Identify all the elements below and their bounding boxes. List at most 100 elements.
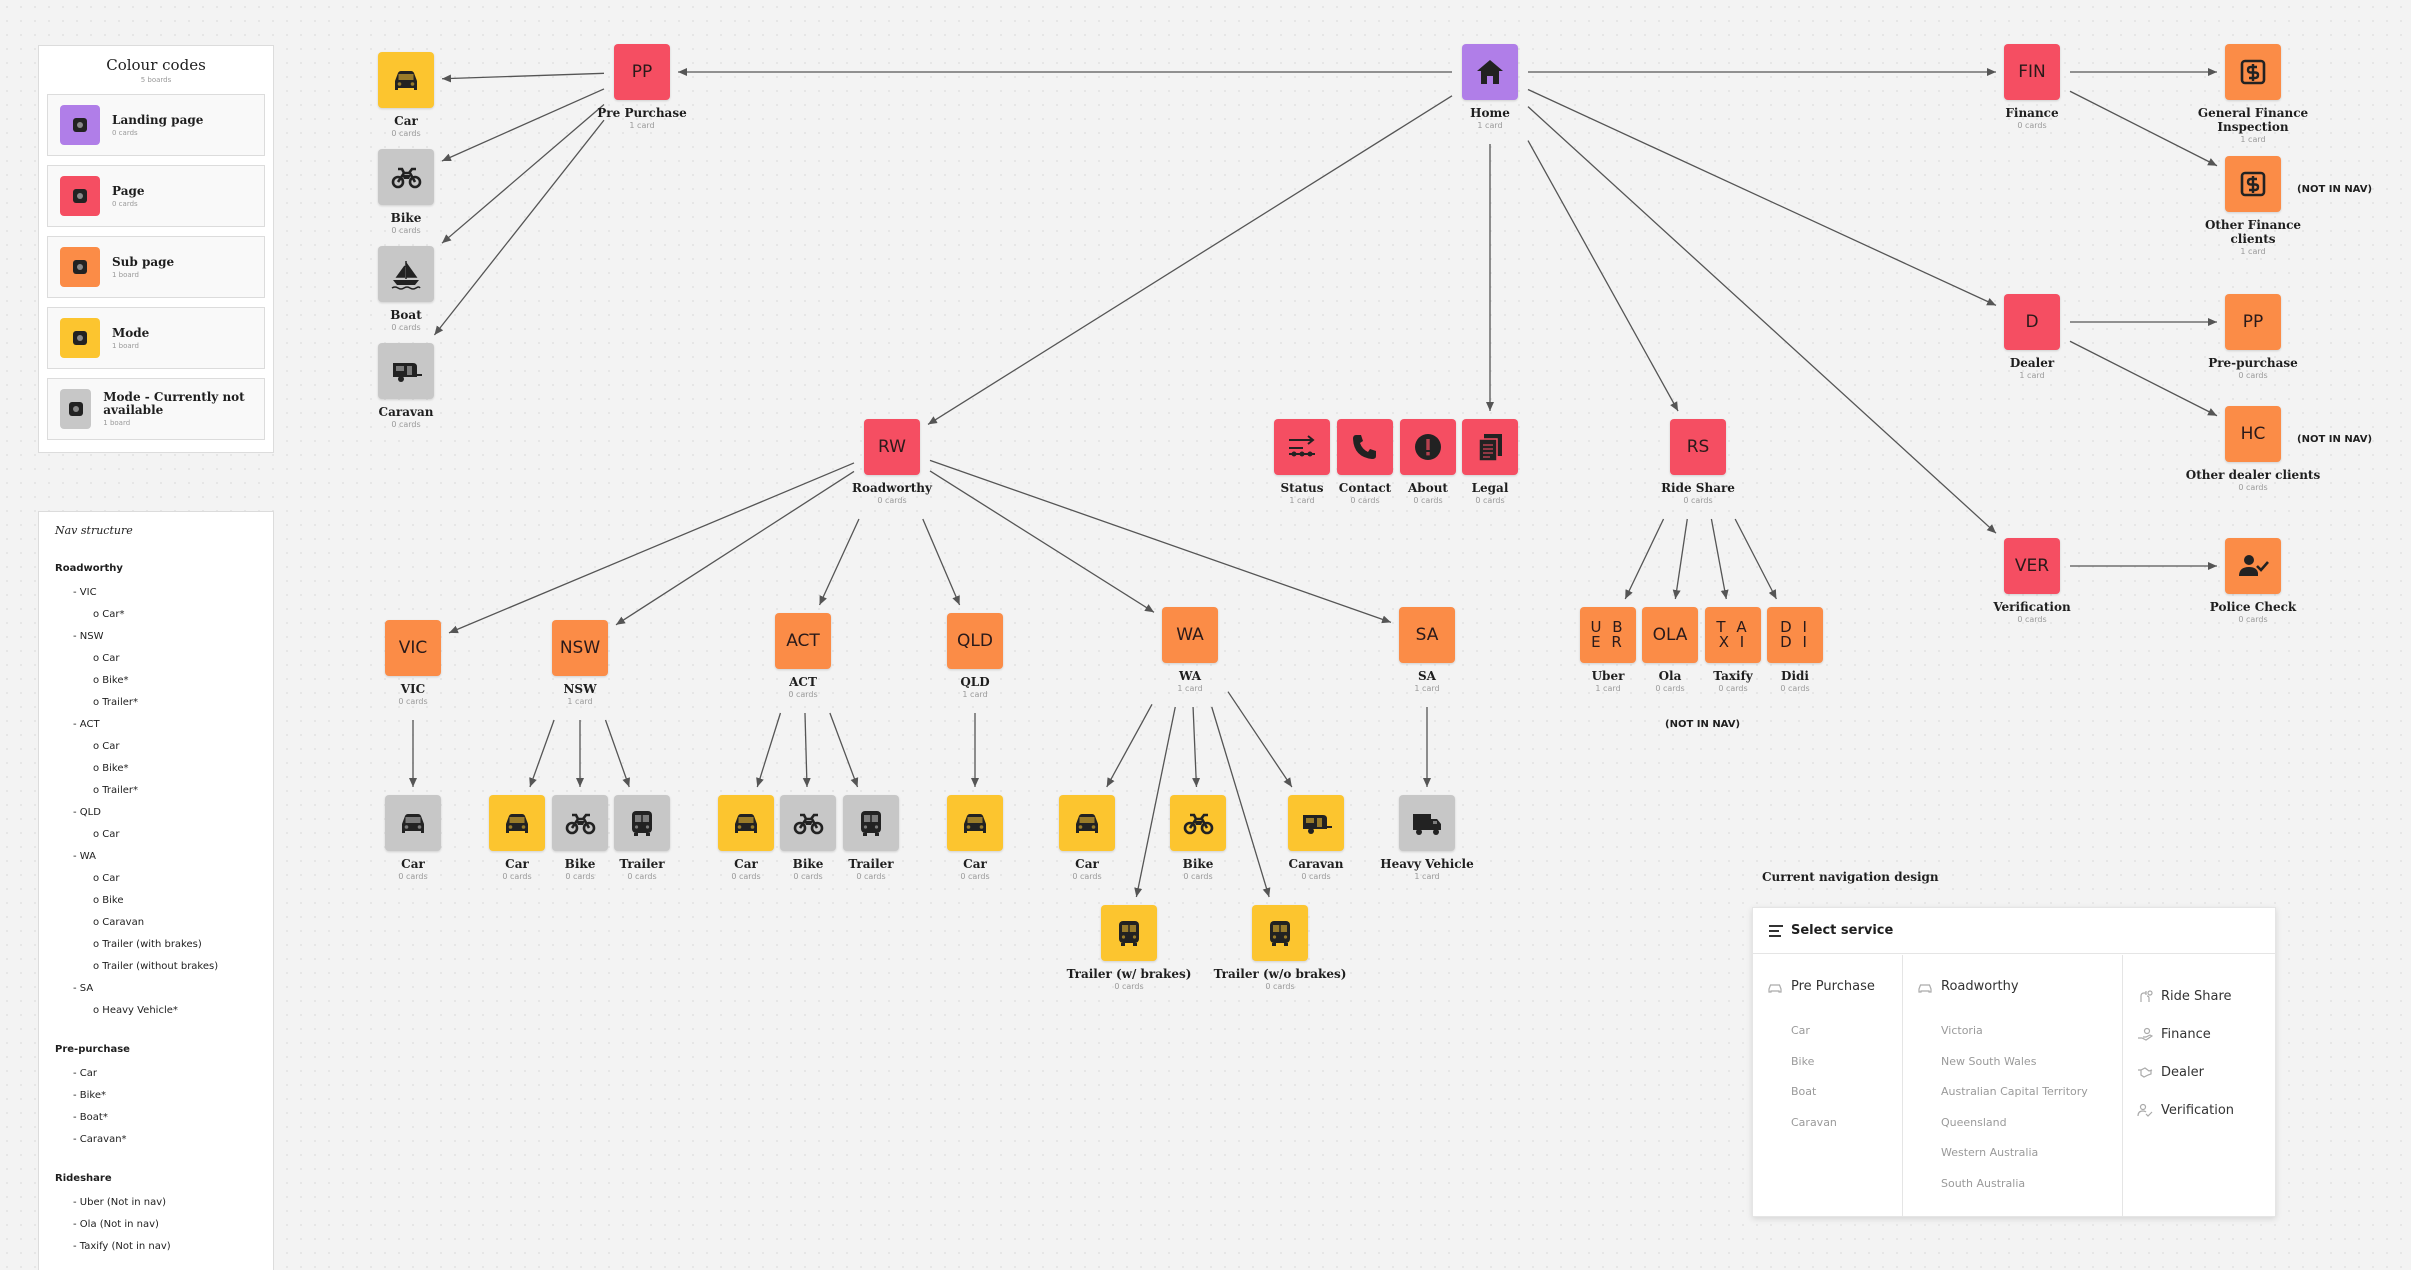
nav-menu-link[interactable]: Car [1791, 1024, 1810, 1037]
nav-menu-link[interactable]: Victoria [1941, 1024, 1983, 1037]
node-tile[interactable]: WA [1162, 607, 1218, 663]
car-icon[interactable] [947, 795, 1003, 851]
alert-icon[interactable] [1400, 419, 1456, 475]
node-tile[interactable]: D [2004, 294, 2060, 350]
node-tile[interactable]: PP [614, 44, 670, 100]
car-icon[interactable] [378, 52, 434, 108]
node-wa-trailer-wob[interactable]: Trailer (w/o brakes)0 cards [1210, 905, 1350, 991]
home-icon[interactable] [1462, 44, 1518, 100]
trailer-icon[interactable] [614, 795, 670, 851]
node-tile[interactable]: ACT [775, 613, 831, 669]
node-wa-trailer-wb[interactable]: Trailer (w/ brakes)0 cards [1059, 905, 1199, 991]
trailer-icon[interactable] [1252, 905, 1308, 961]
nav-heading-verification[interactable]: Verification [2137, 1091, 2277, 1129]
nav-menu-link[interactable]: Western Australia [1941, 1146, 2039, 1159]
nav-heading-finance[interactable]: Finance [2137, 1015, 2277, 1053]
nav-menu-link[interactable]: Queensland [1941, 1115, 2007, 1129]
user-check-icon[interactable] [2225, 538, 2281, 594]
nav-menu-link[interactable]: Boat [1791, 1085, 1817, 1098]
node-tile[interactable]: NSW [552, 620, 608, 676]
boat-icon[interactable] [378, 246, 434, 302]
car-icon[interactable] [718, 795, 774, 851]
node-tile[interactable]: PP [2225, 294, 2281, 350]
trailer-icon[interactable] [843, 795, 899, 851]
nav-heading-roadworthy[interactable]: Roadworthy [1917, 979, 2122, 994]
truck-icon[interactable] [1399, 795, 1455, 851]
nav-heading-dealer[interactable]: Dealer [2137, 1053, 2277, 1091]
caravan-icon[interactable] [1288, 795, 1344, 851]
nav-menu-link[interactable]: South Australia [1941, 1176, 2026, 1190]
dollar-icon[interactable] [2225, 44, 2281, 100]
motorbike-icon[interactable] [780, 795, 836, 851]
car-icon[interactable] [385, 795, 441, 851]
document-icon[interactable] [1462, 419, 1518, 475]
node-tile[interactable]: RW [864, 419, 920, 475]
status-icon[interactable] [1274, 419, 1330, 475]
phone-icon[interactable] [1337, 419, 1393, 475]
nav-menu-link[interactable]: Australian Capital Territory [1941, 1085, 2088, 1098]
select-service-header[interactable]: Select service [1753, 908, 2275, 954]
trailer-icon[interactable] [1101, 905, 1157, 961]
nav-heading-pre-purchase[interactable]: Pre Purchase [1767, 979, 1902, 994]
nav-heading-ride-share[interactable]: Ride Share [2137, 977, 2277, 1015]
motorbike-icon[interactable] [378, 149, 434, 205]
node-tile[interactable]: FIN [2004, 44, 2060, 100]
nav-menu-link[interactable]: Caravan [1791, 1115, 1837, 1129]
node-tile[interactable]: SA [1399, 607, 1455, 663]
node-tile[interactable]: RS [1670, 419, 1726, 475]
node-tile[interactable]: HC [2225, 406, 2281, 462]
node-tile[interactable]: VER [2004, 538, 2060, 594]
dollar-icon[interactable] [2225, 156, 2281, 212]
node-tile[interactable]: OLA [1642, 607, 1698, 663]
car-icon[interactable] [1059, 795, 1115, 851]
